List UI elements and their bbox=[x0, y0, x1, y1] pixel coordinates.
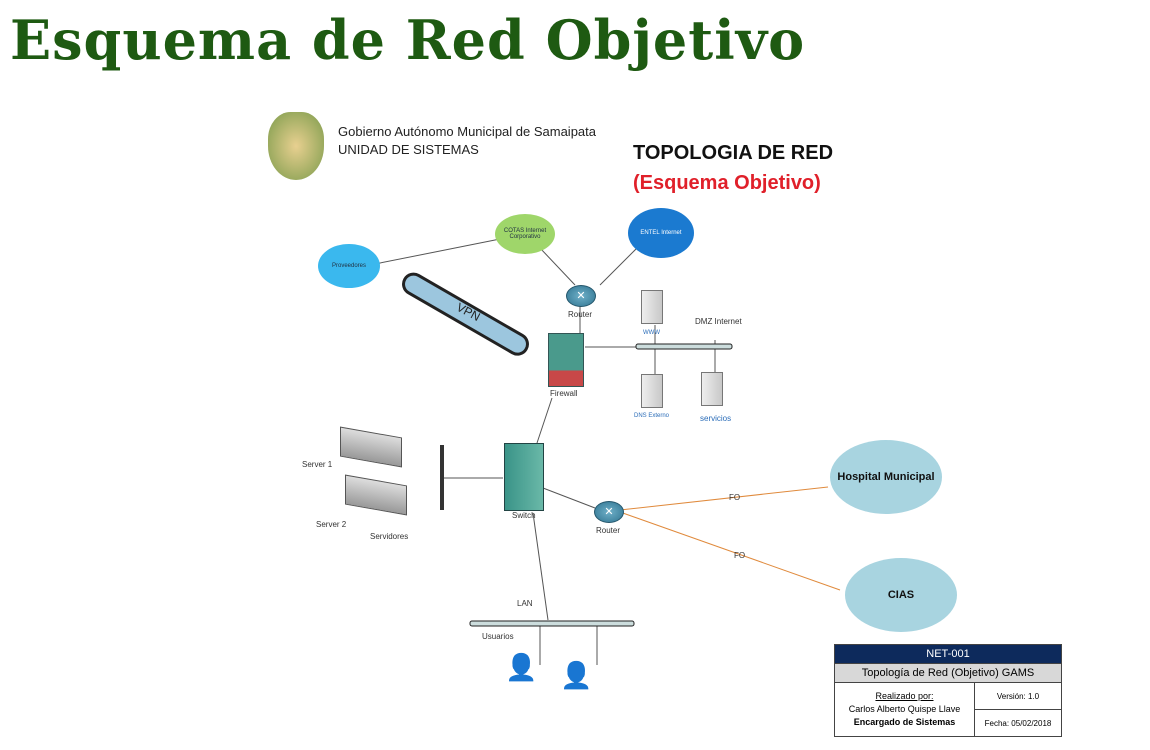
cloud-entel: ENTEL Internet bbox=[628, 208, 694, 258]
user-workstation-icon: 👤 bbox=[505, 652, 538, 682]
services-label: servicios bbox=[700, 414, 732, 423]
author-role: Encargado de Sistemas bbox=[853, 717, 956, 727]
author-cell: Realizado por: Carlos Alberto Quispe Lla… bbox=[834, 682, 975, 737]
dmz-bus bbox=[635, 343, 733, 350]
cloud-proveedores: Proveedores bbox=[318, 244, 380, 288]
cloud-cotas: COTAS Internet Corporativo bbox=[495, 214, 555, 254]
switch-label: Switch bbox=[512, 511, 536, 520]
dmz-label: DMZ Internet bbox=[695, 317, 742, 326]
users-label: Usuarios bbox=[482, 632, 514, 641]
fo-label-1: FO bbox=[729, 493, 741, 502]
date: Fecha: 05/02/2018 bbox=[973, 709, 1063, 737]
doc-name: Topología de Red (Objetivo) GAMS bbox=[834, 663, 1062, 683]
router2-label: Router bbox=[596, 526, 621, 535]
lan-label: LAN bbox=[517, 599, 533, 608]
server2-label: Server 2 bbox=[316, 520, 347, 529]
switch-icon bbox=[504, 443, 544, 511]
version: Versión: 1.0 bbox=[973, 682, 1063, 710]
title-block: NET-001 Topología de Red (Objetivo) GAMS… bbox=[834, 644, 1063, 737]
servers-label: Servidores bbox=[370, 532, 409, 541]
topology-subtitle: (Esquema Objetivo) bbox=[633, 172, 821, 194]
cloud-hospital: Hospital Municipal bbox=[830, 440, 942, 514]
dns-server-icon bbox=[641, 374, 663, 408]
fo-label-2: FO bbox=[734, 551, 746, 560]
router2-icon: ✕ bbox=[594, 501, 624, 523]
made-by-label: Realizado por: bbox=[875, 691, 934, 701]
user-workstation-icon: 👤 bbox=[560, 660, 593, 690]
topology-heading: TOPOLOGIA DE RED bbox=[633, 142, 834, 164]
org-name: Gobierno Autónomo Municipal de Samaipata bbox=[338, 124, 596, 139]
services-server-icon bbox=[701, 372, 723, 406]
author-name: Carlos Alberto Quispe Llave bbox=[848, 704, 961, 714]
server-bus bbox=[440, 445, 444, 510]
firewall-label: Firewall bbox=[550, 389, 578, 398]
lan-bus bbox=[469, 620, 635, 627]
router-icon: ✕ bbox=[566, 285, 596, 307]
dns-label: DNS Externo bbox=[634, 413, 670, 419]
municipal-crest-logo bbox=[268, 112, 324, 180]
firewall-icon bbox=[548, 333, 584, 387]
cloud-cias: CIAS bbox=[845, 558, 957, 632]
page-title: Esquema de Red Objetivo bbox=[10, 8, 806, 72]
server1-label: Server 1 bbox=[302, 460, 333, 469]
www-server-icon bbox=[641, 290, 663, 324]
doc-code: NET-001 bbox=[834, 644, 1062, 664]
vpn-tunnel bbox=[402, 272, 529, 356]
router-label: Router bbox=[568, 310, 593, 319]
www-label: WWW bbox=[643, 330, 660, 336]
unit-name: UNIDAD DE SISTEMAS bbox=[338, 142, 479, 157]
